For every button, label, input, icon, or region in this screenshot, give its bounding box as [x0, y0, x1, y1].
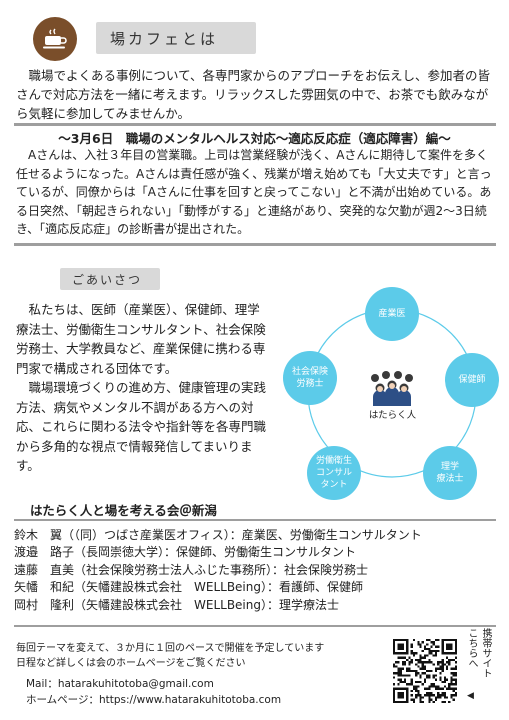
member-item: 渡邉 路子（長岡崇徳大学）：保健師、労働衛生コンサルタント [14, 545, 357, 560]
qr-caption-mobile: 携帯サイト [480, 628, 491, 678]
node-labor-consultant: 社会保険労務士 [283, 351, 337, 405]
contact-mail[interactable]: Mail：hatarakuhitotoba@gmail.com [26, 678, 214, 690]
contact-block: Mail：hatarakuhitotoba@gmail.com ホームページ：h… [26, 676, 366, 708]
people-group-icon [371, 371, 413, 406]
greeting-paragraph-1: 私たちは、医師（産業医）、保健師、理学療法士、労働衛生コンサルタント、社会保険労… [16, 302, 266, 376]
coffee-cup-badge [33, 17, 77, 61]
center-label: はたらく人 [368, 410, 417, 421]
top-divider [14, 123, 496, 126]
org-divider [14, 519, 496, 521]
greeting-title-box: ごあいさつ [60, 268, 160, 290]
greeting-text-block: 私たちは、医師（産業医）、保健師、理学療法士、労働衛生コンサルタント、社会保険労… [16, 300, 271, 476]
notice-block: 毎回テーマを変えて、３か月に１回のペースで開催を予定しています 日程など詳しくは… [16, 641, 376, 671]
bottom-divider [14, 243, 496, 246]
node-occupational-physician: 産業医 [365, 287, 419, 341]
coffee-cup-icon [43, 28, 67, 49]
member-item: 遠藤 直美（社会保険労務士法人ふじた事務所）：社会保険労務士 [14, 562, 369, 577]
intro-block: 職場でよくある事例について、各専門家からのアプローチをお伝えし、参加者の皆さんで… [16, 66, 496, 123]
section-title-box: 場カフェとは [96, 22, 256, 54]
greeting-paragraph-2: 職場環境づくりの進め方、健康管理の実践方法、病気やメンタル不調がある方への対応、… [16, 380, 267, 473]
arrow-left-icon: ◀ [467, 691, 474, 701]
topic-title: ～3月6日 職場のメンタルヘルス対応～適応反応症（適応障害）編～ [58, 131, 451, 146]
member-list: 鈴木 翼（（同）つばさ産業医オフィス）：産業医、労働衛生コンサルタント 渡邉 路… [14, 527, 504, 614]
organization-name: はたらく人と場を考える会＠新潟 [30, 503, 217, 518]
qr-code[interactable] [393, 639, 457, 703]
node-physical-therapist: 理学療法士 [423, 446, 477, 500]
contact-homepage[interactable]: ホームページ：https://www.hatarakuhitotoba.com [26, 694, 282, 706]
qr-caption-here: こちらへ [466, 628, 477, 668]
intro-text: 職場でよくある事例について、各専門家からのアプローチをお伝えし、参加者の皆さんで… [16, 68, 491, 121]
member-item: 鈴木 翼（（同）つばさ産業医オフィス）：産業医、労働衛生コンサルタント [14, 528, 422, 542]
notice-line-1: 毎回テーマを変えて、３か月に１回のペースで開催を予定しています [16, 643, 325, 654]
notice-line-2: 日程など詳しくは会のホームページをご覧ください [16, 658, 246, 669]
case-block: Aさんは、入社３年目の営業職。上司は営業経験が浅く、Aさんに期待して案件を多く任… [16, 146, 498, 239]
node-public-health-nurse: 保健師 [445, 353, 499, 407]
expert-diagram: はたらく人 産業医 保健師 理学療法士 労働衛生コンサルタント 社会保険労務士 [280, 287, 505, 505]
greeting-title: ごあいさつ [72, 273, 143, 287]
case-text: Aさんは、入社３年目の営業職。上司は営業経験が浅く、Aさんに期待して案件を多く任… [16, 148, 492, 236]
page-title: 場カフェとは [110, 30, 219, 48]
member-item: 矢幡 和紀（矢幡建設株式会社 WELLBeing）：看護師、保健師 [14, 580, 363, 595]
footer-divider [14, 625, 496, 627]
node-health-consultant: 労働衛生コンサルタント [307, 446, 361, 500]
member-item: 岡村 隆利（矢幡建設株式会社 WELLBeing）：理学療法士 [14, 597, 339, 612]
